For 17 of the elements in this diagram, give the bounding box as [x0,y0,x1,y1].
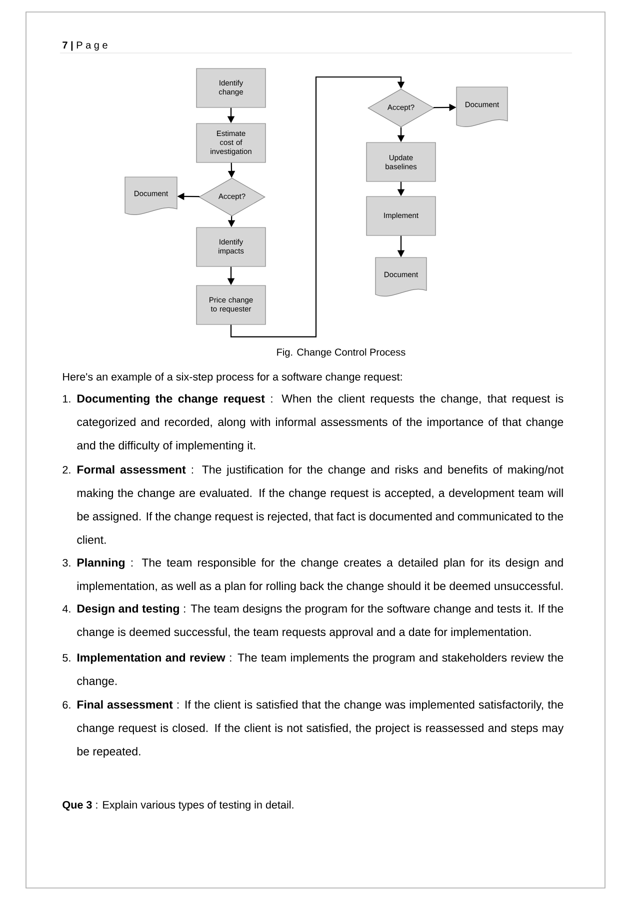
text: 5. [62,654,70,662]
paragraph: Implementation and review : The team implements the program and stakeholders review the change. [77,653,564,688]
text: Here's an example of a six-step process for a software change request: [63,372,402,383]
text: 4. [62,605,70,612]
paragraph: Formal assessment : The justification for the change and risks and benefits of making/not making the change are evaluated. If the change request is accepted, a development team will be assigned. If the change request is rejected, that fact is documented and communicated to the client. [77,465,564,544]
text: Que 3 : Explain various types of testing in detail. [62,800,294,811]
figure-caption: Fig. Change Control Process [277,348,406,358]
text: 2. [62,466,70,474]
paragraph: Final assessment : If the client is satisfied that the change was implemented satisfactorily, the change request is closed. If the client is not satisfied, the project is reassessed and steps may be repeated. [77,700,564,758]
page-number: 7 | P a g e [62,41,108,51]
paragraph: Documenting the change request : When the client requests the change, that request is categorized and recorded, along with informal assessments of the importance of that change and the difficulty of implementing it. [77,394,564,452]
arrow [230,76,405,338]
paragraph: Planning : The team responsible for the change creates a detailed plan for its design and implementation, as well as a plan for rolling back the change should it be deemed unsuccessful. [77,558,563,592]
text: 6. [62,700,70,709]
text: 3. [62,558,70,567]
text: 1. [63,395,70,402]
paragraph: Design and testing : The team designs the program for the software change and tests it. If the change is deemed successful, the team requests approval and a date for implementation. [77,604,564,638]
